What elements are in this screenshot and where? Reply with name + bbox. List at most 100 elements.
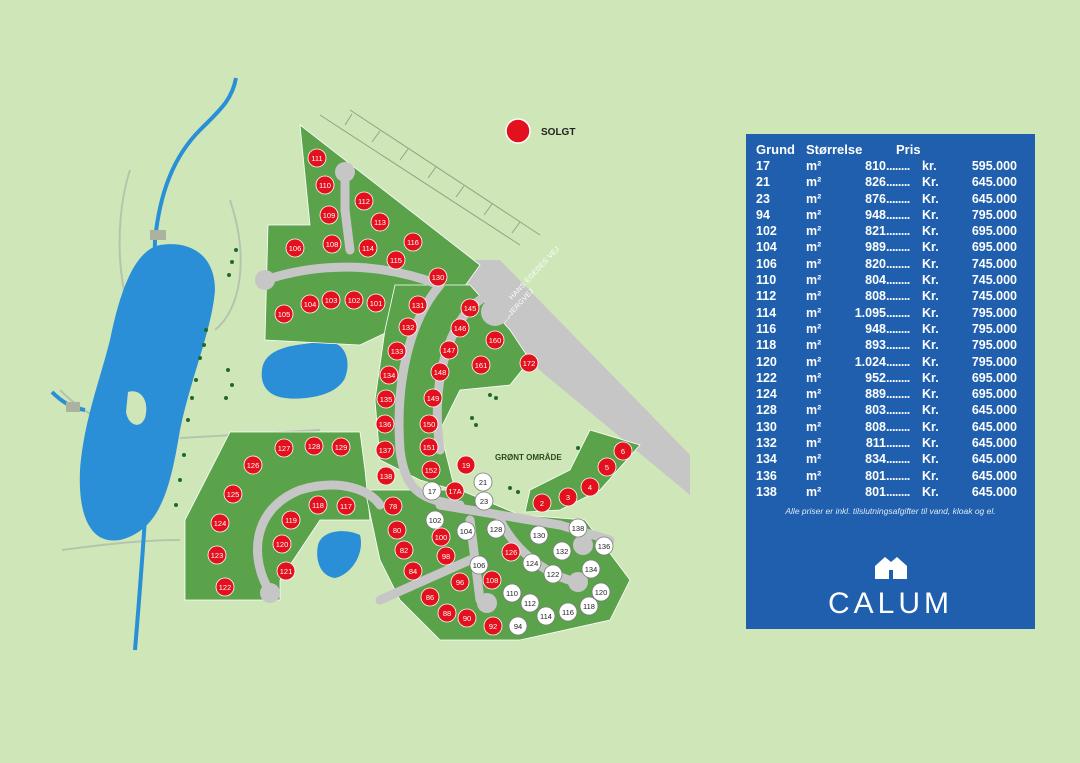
price-row-price: 645.000 xyxy=(971,191,1017,206)
plot-number: 106 xyxy=(473,561,486,570)
plot-number: 114 xyxy=(362,244,374,253)
plot-marker-sold xyxy=(376,466,396,486)
price-row-size: 948 xyxy=(865,321,886,336)
price-row-unit: m² xyxy=(806,338,822,353)
price-row-unit: m² xyxy=(806,191,822,206)
price-row-unit: m² xyxy=(806,175,822,190)
plot-marker-sold xyxy=(431,527,451,547)
price-row-currency: Kr. xyxy=(922,484,939,499)
legend-sold-marker xyxy=(505,118,531,144)
plot-number: 88 xyxy=(443,609,451,618)
price-row-unit: m² xyxy=(806,240,822,255)
plot-marker-sold xyxy=(501,542,521,562)
plot-marker-sold xyxy=(319,205,339,225)
price-row-price: 645.000 xyxy=(971,468,1017,483)
plot-marker-available xyxy=(568,518,588,538)
plot-number: 94 xyxy=(514,622,522,631)
header-price: Pris xyxy=(896,142,921,157)
plot-number: 114 xyxy=(540,612,552,621)
price-row-price: 695.000 xyxy=(971,387,1017,402)
price-row-price: 745.000 xyxy=(971,273,1017,288)
plot-number: 21 xyxy=(479,478,487,487)
price-row-grund: 138 xyxy=(756,484,777,499)
plot-marker-sold xyxy=(437,603,457,623)
price-row-price: 645.000 xyxy=(971,403,1017,418)
plot-number: 2 xyxy=(540,499,544,508)
plot-number: 136 xyxy=(598,542,611,551)
plot-marker-sold xyxy=(394,540,414,560)
plot-number: 131 xyxy=(412,301,425,310)
price-row-currency: Kr. xyxy=(922,338,939,353)
price-note: Alle priser er inkl. tilslutningsafgifte… xyxy=(785,506,996,517)
price-row-size: 810 xyxy=(865,159,886,173)
plot-marker-sold xyxy=(450,318,470,338)
plot-marker-available xyxy=(422,481,442,501)
plot-marker-sold xyxy=(456,455,476,475)
plot-number: 145 xyxy=(464,304,477,313)
price-row-dots: ........ xyxy=(886,354,910,369)
plot-number: 132 xyxy=(556,547,569,556)
plot-marker-available xyxy=(473,472,493,492)
price-row-currency: Kr. xyxy=(922,468,939,483)
plot-marker-sold xyxy=(386,250,406,270)
plot-number: 96 xyxy=(456,578,464,587)
plot-marker-sold xyxy=(532,493,552,513)
plot-marker-sold xyxy=(428,267,448,287)
plot-number: 122 xyxy=(219,583,232,592)
price-row-dots: ........ xyxy=(886,321,910,336)
plot-number: 147 xyxy=(443,346,456,355)
price-row-size: 893 xyxy=(865,338,886,353)
plot-number: 137 xyxy=(379,446,392,455)
price-row-currency: Kr. xyxy=(922,256,939,271)
price-row-currency: Kr. xyxy=(922,175,939,190)
price-row-dots: ........ xyxy=(886,468,910,483)
price-row-currency: Kr. xyxy=(922,436,939,451)
bridge xyxy=(150,230,166,240)
price-row-grund: 110 xyxy=(756,273,777,288)
plot-marker-sold xyxy=(460,298,480,318)
plot-marker-sold xyxy=(482,570,502,590)
plot-marker-sold xyxy=(519,353,539,373)
price-row-size: 952 xyxy=(865,370,886,385)
plot-marker-sold xyxy=(436,546,456,566)
plot-number: 17A xyxy=(448,487,461,496)
plot-number: 111 xyxy=(311,154,322,163)
pond-north xyxy=(261,341,348,399)
price-row-size: 889 xyxy=(865,387,886,402)
plot-number: 104 xyxy=(460,527,473,536)
price-row-unit: m² xyxy=(806,159,822,173)
plot-marker-available xyxy=(456,521,476,541)
price-row-size: 804 xyxy=(865,273,886,288)
plot-number: 90 xyxy=(463,614,471,623)
plot-marker-sold xyxy=(285,238,305,258)
plot-number: 115 xyxy=(390,256,402,265)
price-row-price: 695.000 xyxy=(971,224,1017,239)
plot-marker-sold xyxy=(375,440,395,460)
plot-number: 150 xyxy=(423,420,436,429)
plot-marker-sold xyxy=(321,290,341,310)
price-table-header: Grund Størrelse Pris xyxy=(756,142,1025,158)
plot-number: 110 xyxy=(506,589,518,598)
plot-marker-sold xyxy=(450,572,470,592)
price-row-grund: 21 xyxy=(756,175,770,190)
plot-marker-sold xyxy=(445,481,465,501)
plot-marker-sold xyxy=(439,340,459,360)
plot-number: 125 xyxy=(227,490,240,499)
plot-marker-sold xyxy=(300,294,320,314)
plot-marker-sold xyxy=(387,520,407,540)
price-row-dots: ........ xyxy=(886,338,910,353)
price-row-size: 821 xyxy=(865,224,886,239)
plot-number: 121 xyxy=(280,567,293,576)
price-row-grund: 130 xyxy=(756,419,777,434)
plot-number: 100 xyxy=(435,533,448,542)
price-row-price: 645.000 xyxy=(971,419,1017,434)
